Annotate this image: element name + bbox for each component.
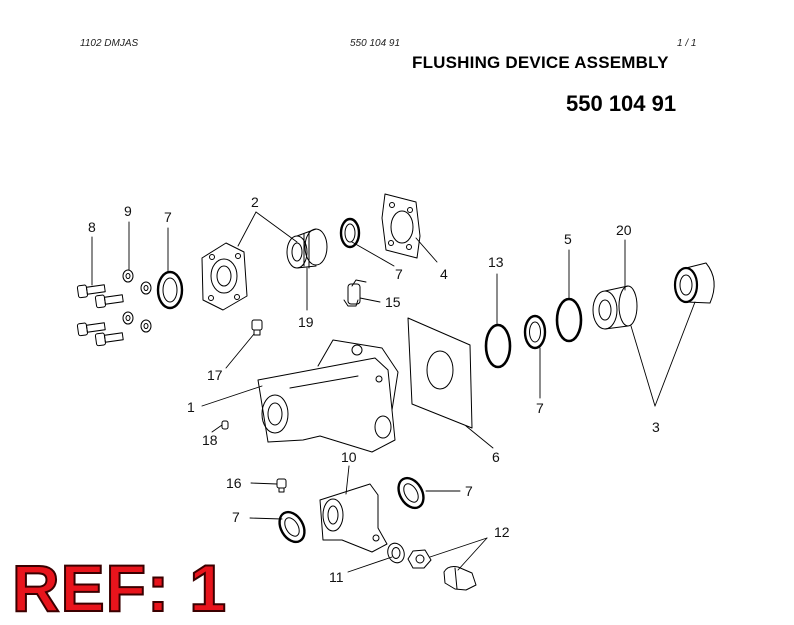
callout-6: 6 bbox=[492, 449, 500, 465]
bushing-part bbox=[286, 228, 328, 269]
washer-part bbox=[122, 269, 152, 333]
callout-12: 12 bbox=[494, 524, 510, 540]
callout-3: 3 bbox=[652, 419, 660, 435]
callout-13: 13 bbox=[488, 254, 504, 270]
nipple-part bbox=[276, 478, 287, 493]
callout-7b: 7 bbox=[395, 266, 403, 282]
housing-part bbox=[319, 483, 388, 553]
seal-ring-part bbox=[156, 217, 547, 544]
callout-7a: 7 bbox=[164, 209, 172, 225]
callout-2: 2 bbox=[251, 194, 259, 210]
elbow-fitting-part bbox=[343, 279, 367, 307]
callout-19: 19 bbox=[298, 314, 314, 330]
header-code-mid: 550 104 91 bbox=[350, 38, 401, 49]
callout-11: 11 bbox=[329, 569, 344, 585]
callout-4: 4 bbox=[440, 266, 448, 282]
nut-part bbox=[407, 549, 432, 569]
o-ring-part bbox=[484, 297, 583, 369]
grease-nipple-part bbox=[221, 420, 229, 430]
callout-5: 5 bbox=[564, 231, 572, 247]
callout-17: 17 bbox=[207, 367, 223, 383]
gasket-part bbox=[381, 193, 421, 259]
callout-labels: 1 2 3 4 5 6 7 7 7 7 7 8 9 10 11 12 13 15… bbox=[88, 194, 660, 585]
sleeve-part bbox=[592, 285, 638, 330]
elbow-connector-part bbox=[443, 566, 477, 591]
ref-stamp: REF: 1 bbox=[11, 551, 228, 625]
callout-9: 9 bbox=[124, 203, 132, 219]
callout-7d: 7 bbox=[465, 483, 473, 499]
callout-7c: 7 bbox=[536, 400, 544, 416]
main-body-part bbox=[257, 339, 399, 453]
callout-8: 8 bbox=[88, 219, 96, 235]
cover-part bbox=[673, 262, 715, 304]
washer-11-part bbox=[387, 542, 405, 564]
callout-10: 10 bbox=[341, 449, 357, 465]
callout-1: 1 bbox=[187, 399, 195, 415]
callout-16: 16 bbox=[226, 475, 242, 491]
callout-18: 18 bbox=[202, 432, 218, 448]
square-gasket-part bbox=[407, 317, 473, 429]
callout-20: 20 bbox=[616, 222, 632, 238]
bolt-part bbox=[76, 284, 124, 347]
header-code-left: 1102 DMJAS bbox=[80, 38, 139, 49]
flange-part bbox=[201, 242, 248, 311]
header-page-number: 1 / 1 bbox=[677, 38, 697, 49]
leader-lines bbox=[91, 211, 696, 573]
callout-7e: 7 bbox=[232, 509, 240, 525]
part-number: 550 104 91 bbox=[566, 91, 677, 116]
callout-15: 15 bbox=[385, 294, 401, 310]
plug-part bbox=[251, 319, 263, 336]
page-title: FLUSHING DEVICE ASSEMBLY bbox=[412, 53, 669, 72]
